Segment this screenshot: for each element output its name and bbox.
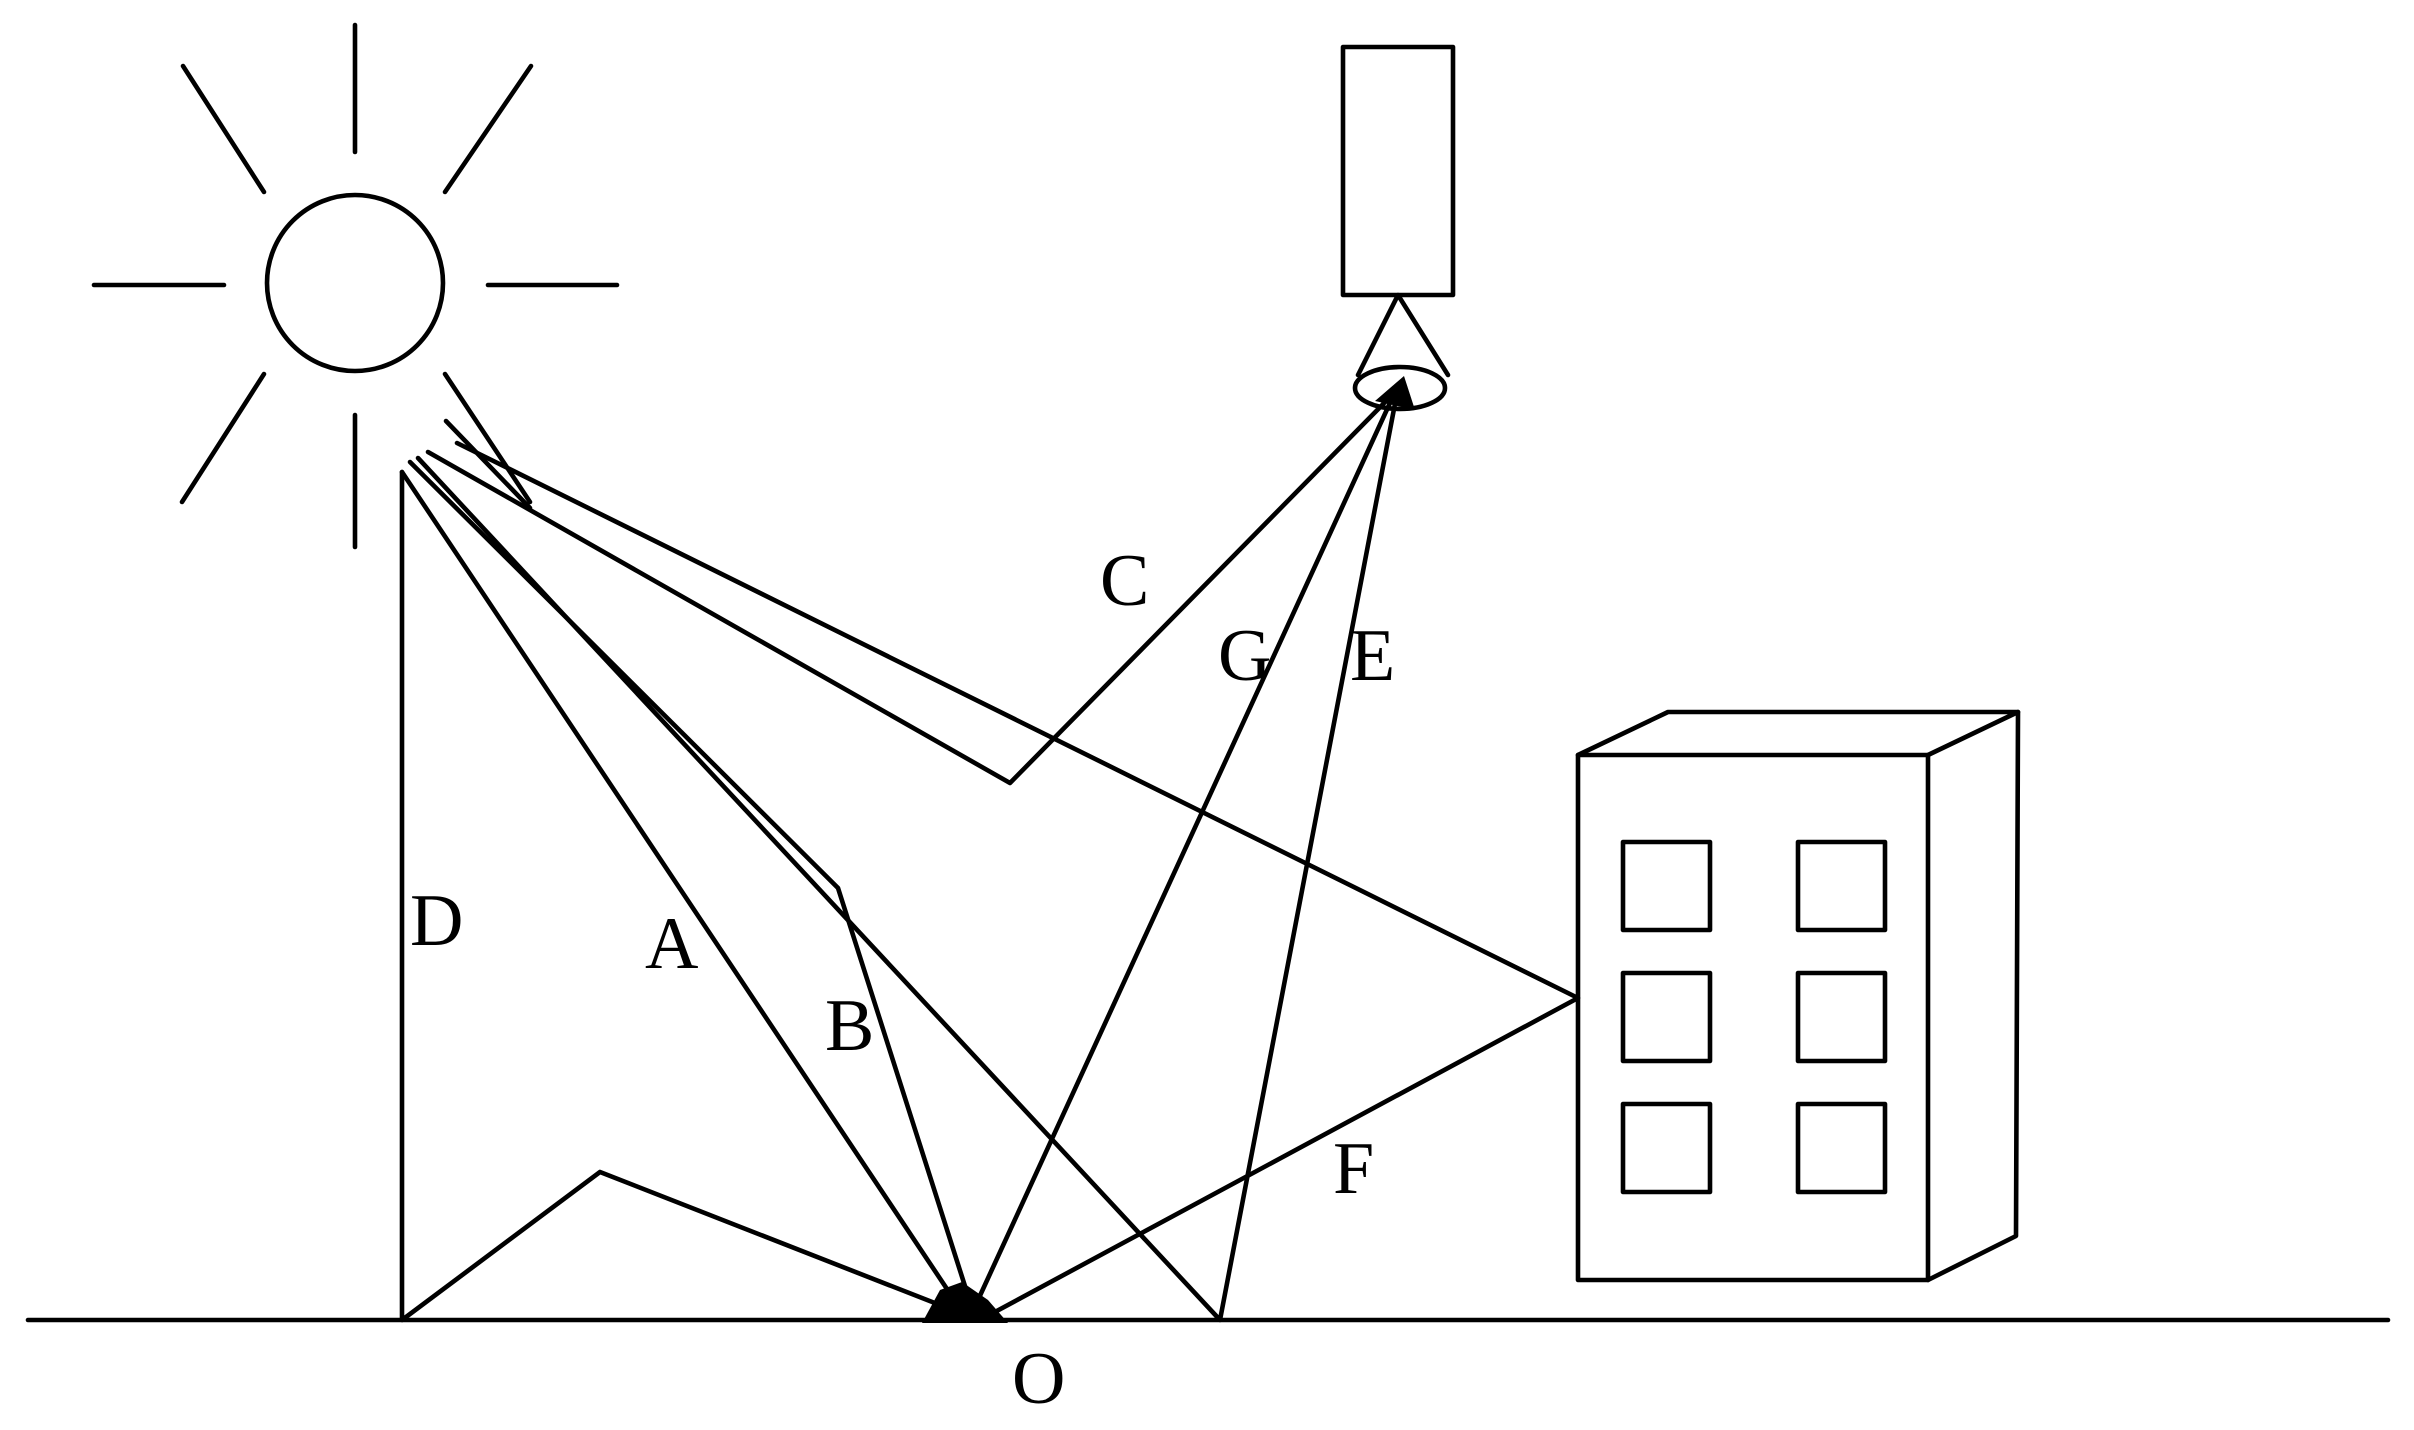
sensor-body — [1340, 44, 1456, 298]
building-side — [1925, 709, 2021, 1283]
ray-path-b — [407, 459, 974, 1308]
ray-path-c — [425, 389, 1398, 786]
label-b: B — [825, 985, 874, 1067]
label-o: O — [1012, 1338, 1065, 1420]
label-g: G — [1218, 615, 1271, 697]
sensor-lens — [1352, 364, 1448, 412]
label-a: A — [645, 903, 698, 985]
sun-disc — [264, 192, 446, 374]
building-front — [1575, 752, 1931, 1283]
sensor-icon — [1340, 44, 1456, 412]
sun-ray — [180, 63, 267, 195]
building-window — [1620, 970, 1713, 1064]
ray-path-building — [454, 440, 1581, 1323]
arrowhead-at-sensor — [1375, 376, 1415, 410]
sun-icon — [91, 22, 620, 550]
sun-ray — [179, 371, 267, 505]
label-e: E — [1350, 615, 1395, 697]
building-window — [1620, 1101, 1713, 1195]
label-f: F — [1333, 1128, 1374, 1210]
ray-path-d — [399, 469, 971, 1323]
building-icon — [1575, 709, 2021, 1283]
label-c: C — [1100, 540, 1149, 622]
building-window — [1795, 1101, 1888, 1195]
arrowhead-at-o — [922, 1282, 1008, 1323]
building-window — [1795, 839, 1888, 933]
building-window — [1620, 839, 1713, 933]
sun-ray — [442, 63, 534, 195]
building-window — [1795, 970, 1888, 1064]
building-top — [1575, 709, 2021, 758]
sun-ray — [442, 371, 533, 505]
ray-path-g — [975, 389, 1398, 1303]
ray-path-ground-reflect — [415, 385, 1401, 1323]
ray-path-a — [399, 469, 968, 1319]
sensor-cone — [1355, 292, 1451, 378]
label-d: D — [410, 880, 463, 962]
ray-path-sky — [443, 418, 533, 511]
